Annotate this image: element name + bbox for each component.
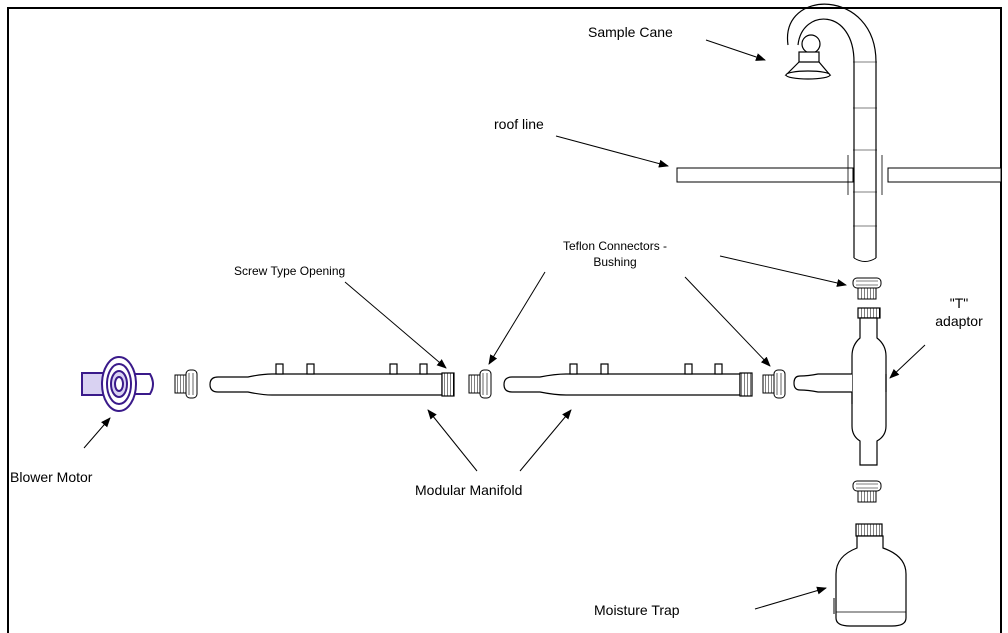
arrow-t-adaptor xyxy=(889,344,926,379)
label-t-adaptor-line-1: "T" xyxy=(949,295,969,311)
label-t-adaptor: "T" adaptor xyxy=(924,294,994,330)
arrow-teflon-middle xyxy=(488,271,546,365)
modular-manifold-2 xyxy=(503,363,753,397)
arrow-manifold-2 xyxy=(519,409,572,472)
arrow-teflon-top xyxy=(719,255,847,287)
label-moisture-trap: Moisture Trap xyxy=(594,602,680,618)
arrow-moisture-trap xyxy=(754,586,827,610)
modular-manifold-1 xyxy=(209,363,455,397)
blower-motor-shape xyxy=(81,356,154,412)
teflon-connector-top xyxy=(852,277,882,300)
moisture-trap-shape xyxy=(833,523,907,627)
teflon-connector-bottom xyxy=(852,480,882,503)
sample-cane-shape xyxy=(784,3,883,262)
arrow-manifold-1 xyxy=(427,409,478,472)
label-teflon-line-2: Bushing xyxy=(593,254,637,269)
label-sample-cane: Sample Cane xyxy=(588,24,673,40)
arrow-blower-motor xyxy=(83,417,111,449)
label-t-adaptor-line-2: adaptor xyxy=(935,313,983,330)
label-teflon-connectors: Teflon Connectors - Bushing xyxy=(530,239,700,270)
label-blower-motor: Blower Motor xyxy=(10,469,93,485)
arrow-screw-type xyxy=(344,281,447,369)
page-border xyxy=(7,7,1002,633)
teflon-connector-left xyxy=(174,369,198,399)
roof-line-shape xyxy=(676,167,1002,183)
teflon-connector-right xyxy=(762,369,786,399)
label-screw-type-opening: Screw Type Opening xyxy=(234,264,346,278)
arrow-teflon-right xyxy=(684,276,771,367)
arrow-sample-cane xyxy=(705,39,766,61)
arrow-roof-line xyxy=(555,135,669,168)
label-modular-manifold: Modular Manifold xyxy=(415,482,523,498)
teflon-connector-middle xyxy=(468,369,492,399)
label-teflon-line-1: Teflon Connectors - xyxy=(562,239,668,253)
t-adaptor-shape xyxy=(793,307,887,466)
label-roof-line: roof line xyxy=(494,116,544,132)
pointer-arrows xyxy=(83,39,926,610)
